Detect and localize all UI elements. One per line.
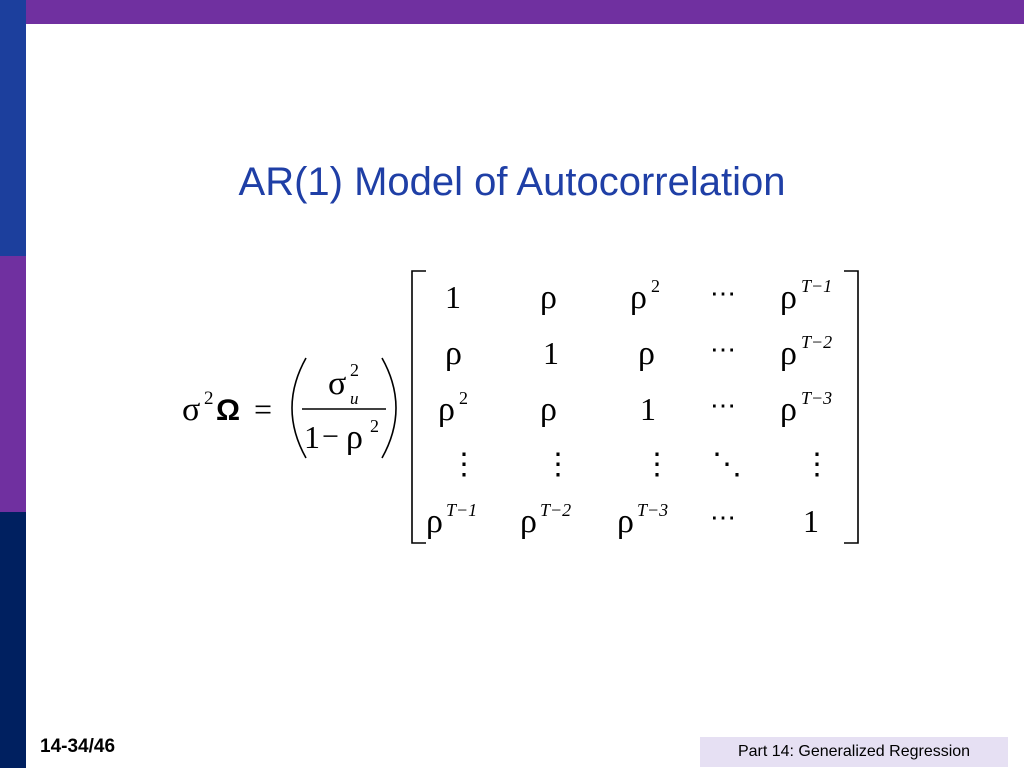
cell-2-4-cdots: ⋯ (710, 335, 736, 364)
cell-4-4-ddots: ⋱ (712, 448, 742, 481)
cell-4-1-vdots: ⋮ (449, 448, 479, 481)
cell-1-4-cdots: ⋯ (710, 279, 736, 308)
cell-1-1: 1 (445, 279, 461, 315)
cell-3-2: ρ (540, 391, 557, 428)
cell-3-4-cdots: ⋯ (710, 391, 736, 420)
cell-2-2: 1 (543, 335, 559, 371)
sigma-u-symbol: σ (328, 365, 346, 402)
cell-4-3-vdots: ⋮ (642, 448, 672, 481)
sigma-exponent: 2 (204, 388, 214, 409)
omega-symbol: Ω (216, 394, 240, 427)
sigma-symbol: σ (182, 391, 200, 428)
cell-5-1-exponent: T−1 (446, 500, 477, 520)
cell-3-5-exponent: T−3 (801, 388, 832, 408)
matrix-row-1: 1 ρ ρ 2 ⋯ ρ T−1 (445, 276, 832, 316)
denominator-minus: − (322, 420, 339, 453)
cell-4-5-vdots: ⋮ (802, 448, 832, 481)
cell-1-3-rho: ρ (630, 279, 647, 316)
cell-2-5-exponent: T−2 (801, 332, 832, 352)
side-stripe-navy (0, 512, 26, 768)
cell-2-5-rho: ρ (780, 335, 797, 372)
matrix-row-2: ρ 1 ρ ⋯ ρ T−2 (445, 332, 832, 372)
cell-5-2-rho: ρ (520, 503, 537, 540)
cell-5-3-exponent: T−3 (637, 500, 668, 520)
cell-1-3-exponent: 2 (651, 276, 660, 296)
cell-2-3: ρ (638, 335, 655, 372)
matrix-left-bracket (411, 270, 426, 544)
scalar-factor: σ 2 u 1 − ρ 2 (291, 357, 397, 459)
slide-number: 14-34/46 (40, 736, 116, 757)
side-stripe-purple (0, 256, 26, 512)
cell-5-1-rho: ρ (426, 503, 443, 540)
cell-5-5: 1 (803, 503, 819, 539)
cell-5-3-rho: ρ (617, 503, 634, 540)
denominator-one: 1 (304, 419, 320, 455)
sigma-u-exponent: 2 (350, 360, 359, 380)
left-paren (291, 357, 307, 459)
slide-title: AR(1) Model of Autocorrelation (238, 160, 786, 204)
cell-1-2: ρ (540, 279, 557, 316)
cell-2-1: ρ (445, 335, 462, 372)
matrix-row-5: ρ T−1 ρ T−2 ρ T−3 ⋯ 1 (426, 500, 819, 540)
cell-3-1-rho: ρ (438, 391, 455, 428)
matrix-row-3: ρ 2 ρ 1 ⋯ ρ T−3 (438, 388, 832, 428)
denominator-rho-exponent: 2 (370, 416, 379, 436)
side-stripe-blue (0, 0, 26, 256)
right-paren (381, 357, 397, 459)
cell-1-5-exponent: T−1 (801, 276, 832, 296)
matrix-right-bracket (844, 270, 859, 544)
footer-section-label: Part 14: Generalized Regression (700, 737, 1008, 767)
top-bar (0, 0, 1024, 24)
formula-lhs: σ 2 Ω = (182, 388, 272, 428)
cell-1-5-rho: ρ (780, 279, 797, 316)
denominator-rho: ρ (346, 419, 363, 456)
cell-3-1-exponent: 2 (459, 388, 468, 408)
cell-3-5-rho: ρ (780, 391, 797, 428)
sigma-u-subscript: u (350, 389, 359, 408)
matrix-row-4: ⋮ ⋮ ⋮ ⋱ ⋮ (449, 448, 832, 481)
cell-4-2-vdots: ⋮ (543, 448, 573, 481)
cell-5-4-cdots: ⋯ (710, 503, 736, 532)
cell-5-2-exponent: T−2 (540, 500, 571, 520)
cell-3-3: 1 (640, 391, 656, 427)
equals-sign: = (254, 391, 272, 427)
